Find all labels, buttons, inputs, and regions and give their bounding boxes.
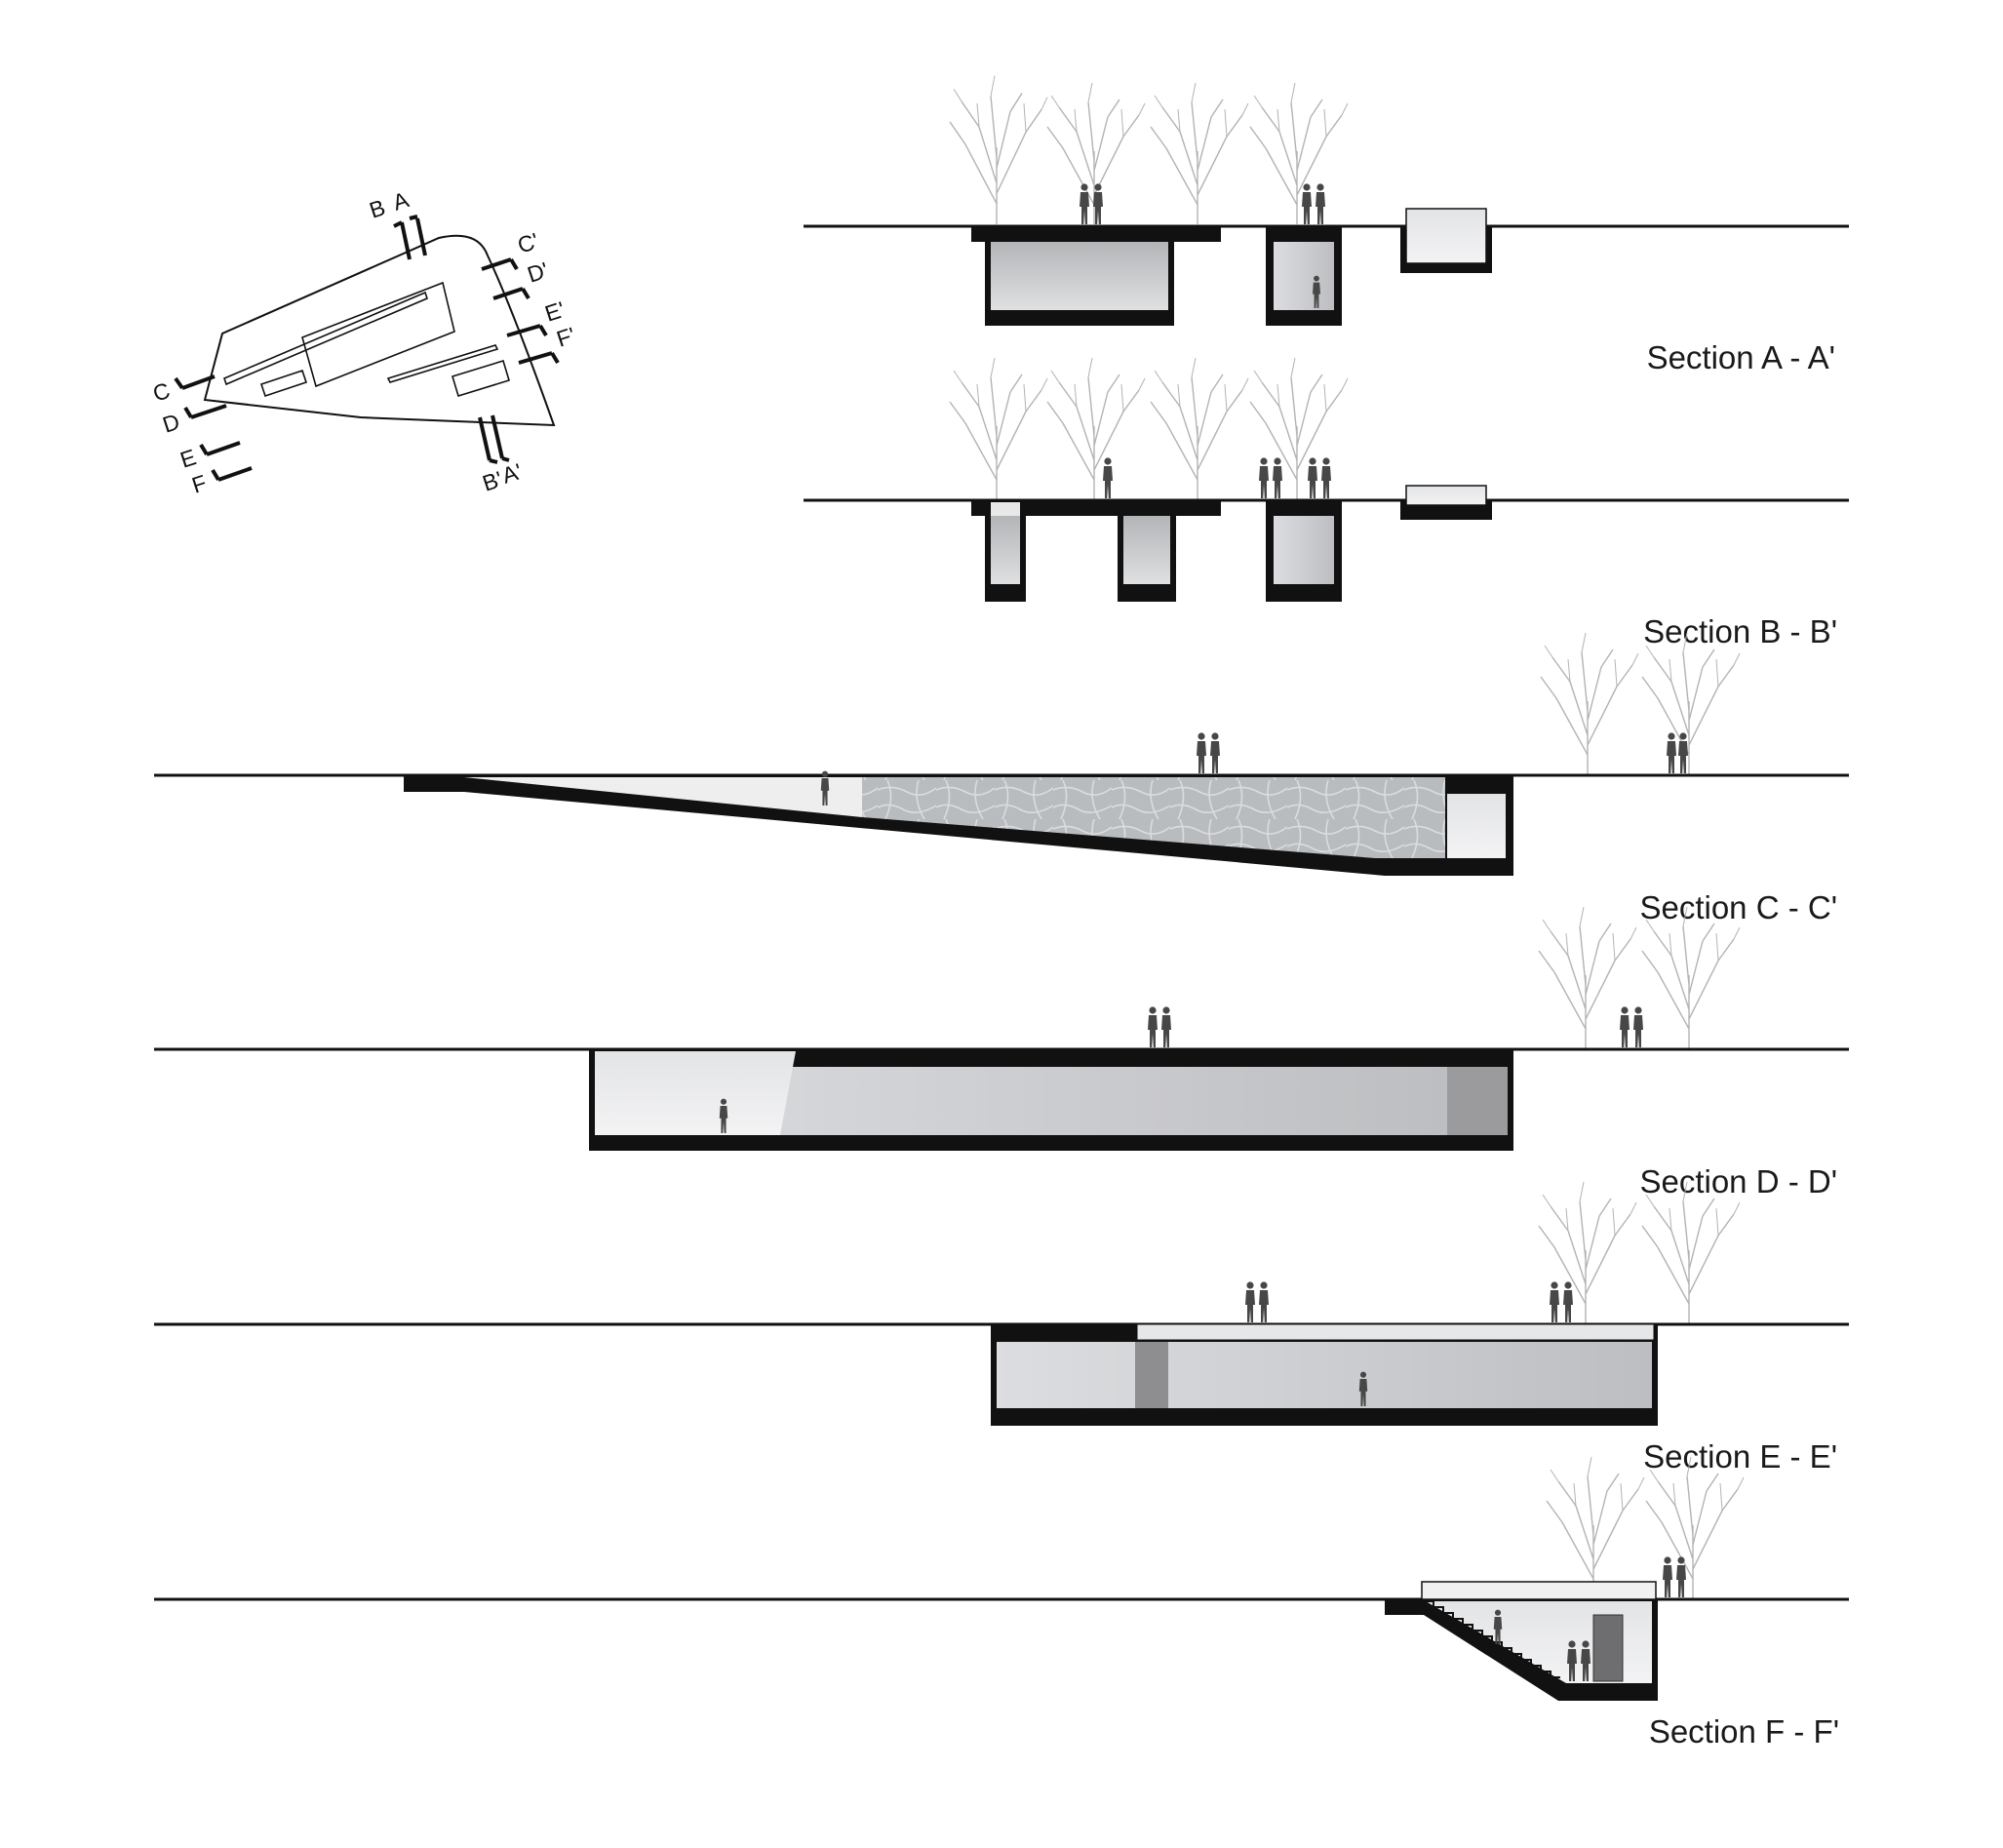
section-e-title: Section E - E': [1643, 1438, 1837, 1474]
section-e: Section E - E': [154, 1181, 1849, 1474]
section-d-title: Section D - D': [1639, 1163, 1837, 1199]
section-f-stair-steps: [1426, 1600, 1560, 1678]
key-label-c: C: [150, 377, 174, 407]
section-f-door: [1592, 1614, 1624, 1682]
section-e-partition: [1135, 1342, 1168, 1408]
key-label-e: E: [177, 444, 200, 472]
section-b: Section B - B': [804, 357, 1849, 649]
section-c-end-room: [1447, 794, 1506, 858]
section-d-lightwell: [595, 1051, 796, 1135]
section-a-room-2: [1274, 242, 1334, 310]
key-label-a: A: [390, 186, 412, 216]
section-e-room: [997, 1342, 1652, 1408]
key-label-f-prime: F': [554, 322, 579, 351]
section-a-room-1: [991, 242, 1168, 310]
section-c-ramp-space: [464, 777, 862, 817]
key-label-f: F: [189, 470, 210, 498]
key-label-b: B: [367, 194, 389, 222]
section-a-title: Section A - A': [1647, 339, 1835, 375]
section-c-title: Section C - C': [1639, 889, 1837, 925]
section-b-room-3: [1274, 516, 1334, 584]
section-d-end-room: [1447, 1067, 1508, 1135]
section-b-room-2: [1123, 516, 1170, 584]
section-b-skylight: [1405, 485, 1487, 506]
section-c-water-basin: [862, 777, 1445, 858]
section-c: Section C - C': [154, 632, 1849, 925]
key-label-e-prime: E': [542, 296, 569, 327]
key-label-c-prime: C': [515, 228, 542, 258]
section-f: Section F - F': [154, 1456, 1849, 1750]
section-a-roof-slab: [971, 226, 1221, 242]
key-label-d: D: [160, 409, 183, 438]
key-plan: B A B' A' C D E F C' D' E' F': [150, 186, 579, 498]
key-plan-section-markers: [174, 215, 560, 482]
section-f-title: Section F - F': [1649, 1713, 1839, 1750]
section-b-room-1: [991, 516, 1020, 584]
section-b-title: Section B - B': [1643, 613, 1837, 649]
section-e-roof-glazing: [1136, 1323, 1655, 1341]
section-c-trees: [1540, 632, 1741, 775]
key-plan-building: [223, 281, 510, 398]
section-f-canopy: [1421, 1581, 1657, 1600]
section-a-skylight: [1405, 208, 1487, 264]
section-a: Section A - A': [804, 74, 1849, 375]
section-b-roof-slab: [971, 500, 1221, 516]
section-a-trees: [949, 74, 1349, 225]
key-label-d-prime: D': [525, 257, 552, 288]
section-b-trees: [949, 357, 1349, 500]
section-f-trees: [1546, 1456, 1745, 1599]
section-d: Section D - D': [154, 906, 1849, 1199]
